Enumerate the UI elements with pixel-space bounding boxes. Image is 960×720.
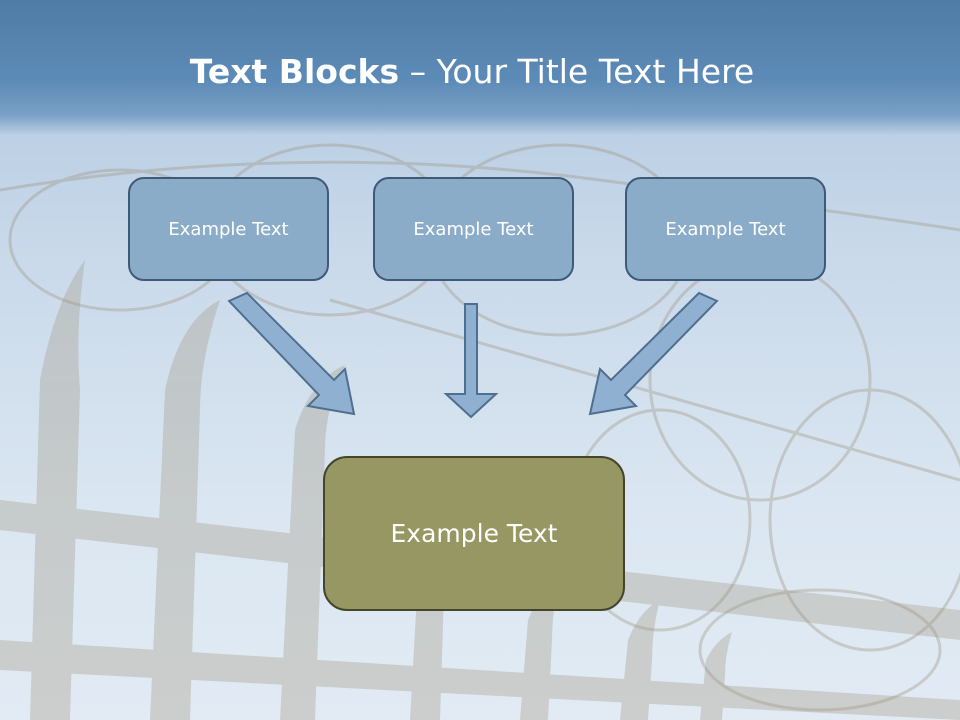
text-block-result[interactable]: Example Text	[323, 456, 625, 611]
title-bar	[0, 0, 960, 135]
title-bold: Text Blocks	[189, 52, 400, 91]
text-block-right[interactable]: Example Text	[625, 177, 826, 281]
title-rest: Your Title Text Here	[436, 52, 755, 91]
arrow-center-to-result	[443, 303, 499, 419]
text-block-center[interactable]: Example Text	[373, 177, 574, 281]
page-title: Text Blocks – Your Title Text Here	[0, 52, 944, 91]
text-block-left[interactable]: Example Text	[128, 177, 329, 281]
arrow-left-to-result	[227, 291, 356, 416]
arrow-right-to-result	[588, 291, 719, 416]
title-separator: –	[399, 52, 437, 91]
